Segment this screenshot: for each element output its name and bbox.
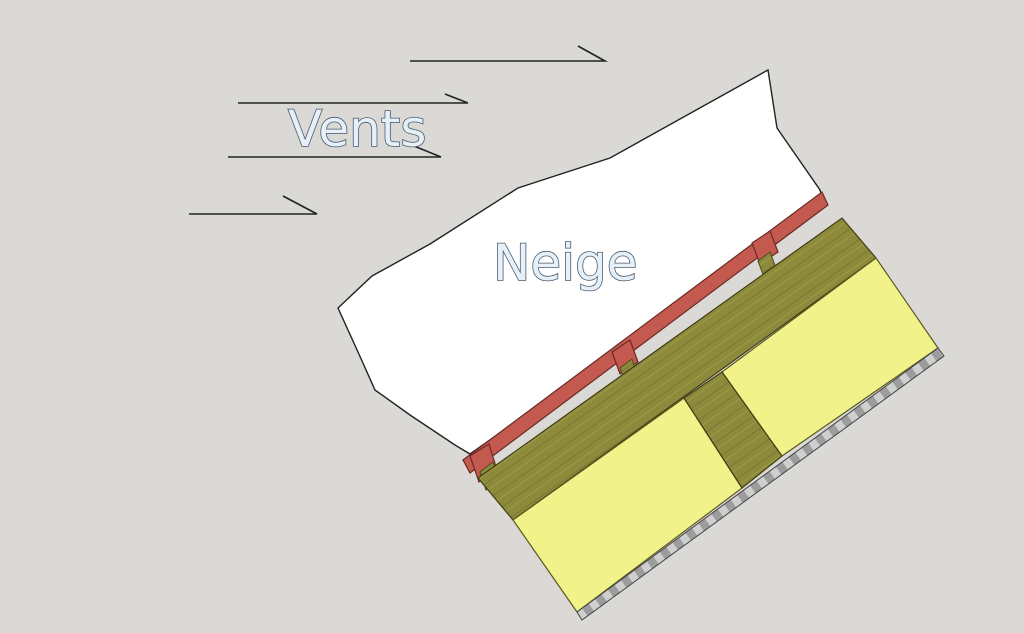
snow-label: Neige — [493, 234, 638, 292]
inner-lining — [576, 347, 945, 621]
wind-arrow-4 — [189, 195, 318, 215]
wind-arrows — [189, 45, 609, 215]
rafter — [683, 371, 783, 489]
wind-arrow-1 — [410, 45, 609, 62]
wind-arrow-2 — [238, 93, 469, 104]
snow-layer — [337, 68, 826, 455]
wind-arrow-3 — [228, 145, 442, 158]
wind-label: Vents — [288, 100, 426, 158]
